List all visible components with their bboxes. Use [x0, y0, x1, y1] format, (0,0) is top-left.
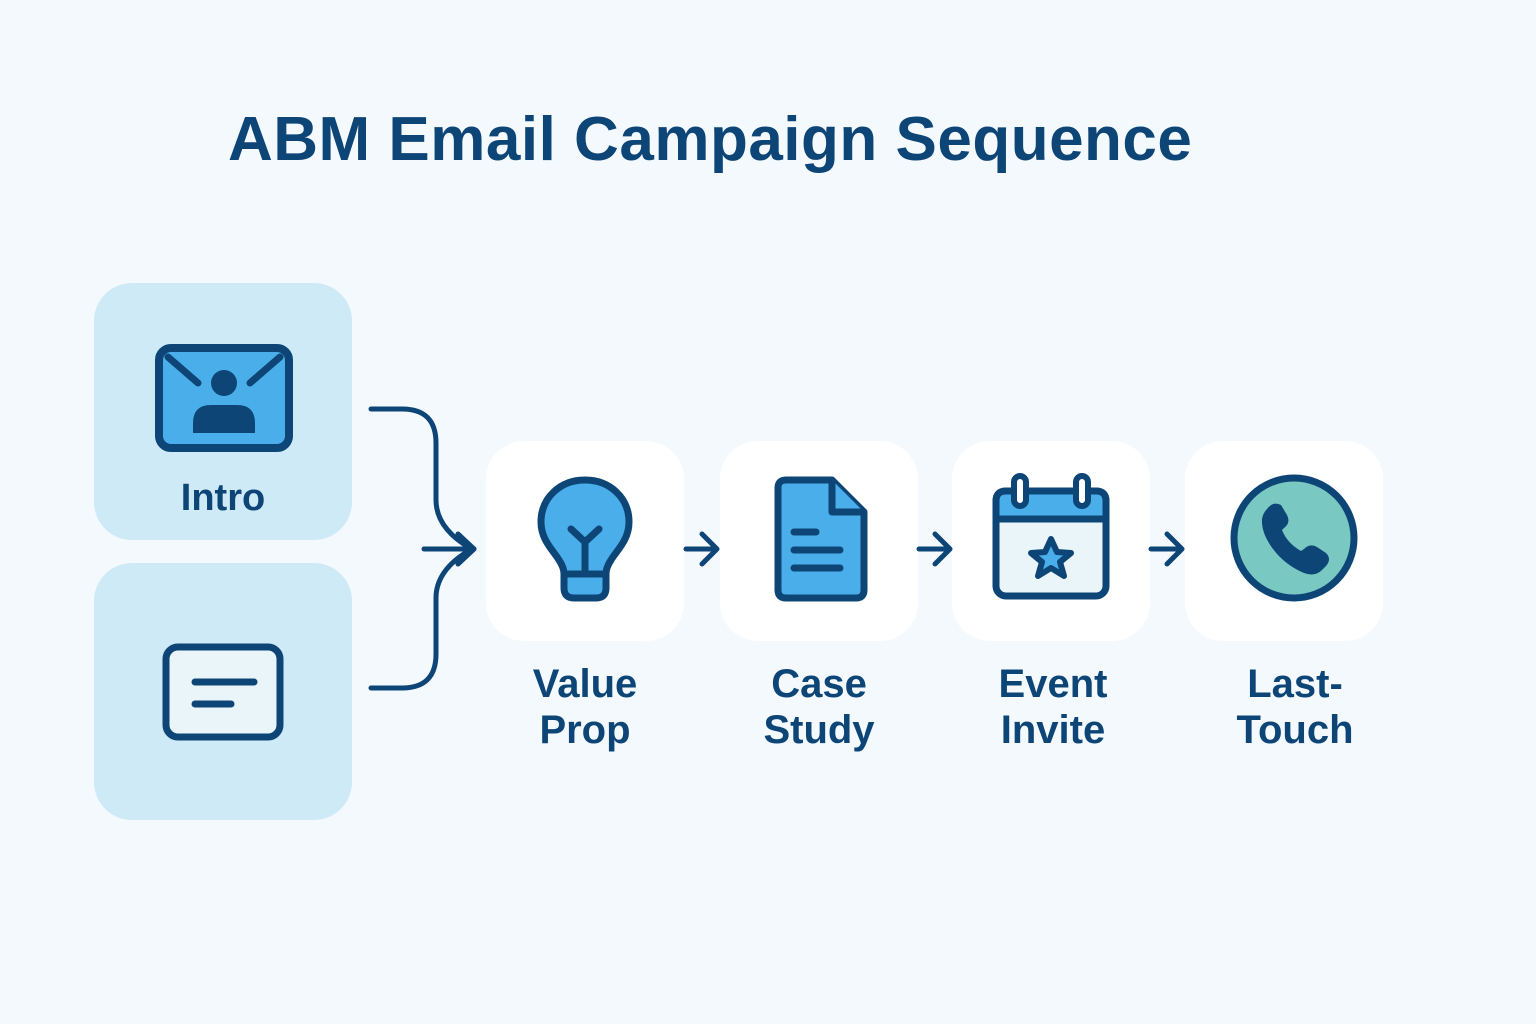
step-label-line1: Case — [771, 662, 867, 706]
arrow-connector-1 — [683, 531, 720, 567]
step-label-event-invite: Event Invite — [933, 661, 1173, 753]
step-card-last-touch — [1185, 441, 1383, 641]
message-card-icon — [162, 643, 284, 741]
step-label-line2: Invite — [1000, 708, 1106, 752]
email-contact-icon — [155, 344, 293, 452]
merge-brace-connector — [368, 406, 477, 691]
arrow-connector-3 — [1148, 531, 1185, 567]
step-label-line1: Event — [998, 662, 1108, 706]
step-label-line2: Study — [763, 708, 875, 752]
document-icon — [774, 476, 868, 602]
lightbulb-icon — [537, 476, 633, 602]
entry-label-intro: Intro — [180, 477, 266, 519]
calendar-star-icon — [992, 473, 1110, 600]
step-card-event-invite — [952, 441, 1150, 641]
entry-card-message — [94, 563, 352, 820]
step-label-value-prop: Value Prop — [465, 661, 705, 753]
step-label-case-study: Case Study — [699, 661, 939, 753]
step-label-last-touch: Last- Touch — [1175, 661, 1415, 753]
step-label-line1: Last- — [1247, 662, 1343, 706]
step-label-line2: Touch — [1236, 708, 1354, 752]
arrow-connector-2 — [916, 531, 953, 567]
entry-card-intro: Intro — [94, 283, 352, 540]
step-label-line2: Prop — [539, 708, 631, 752]
step-label-line1: Value — [532, 662, 638, 706]
phone-icon — [1230, 474, 1358, 602]
step-card-case-study — [720, 441, 918, 641]
step-card-value-prop — [486, 441, 684, 641]
diagram-title: ABM Email Campaign Sequence — [228, 105, 1193, 174]
